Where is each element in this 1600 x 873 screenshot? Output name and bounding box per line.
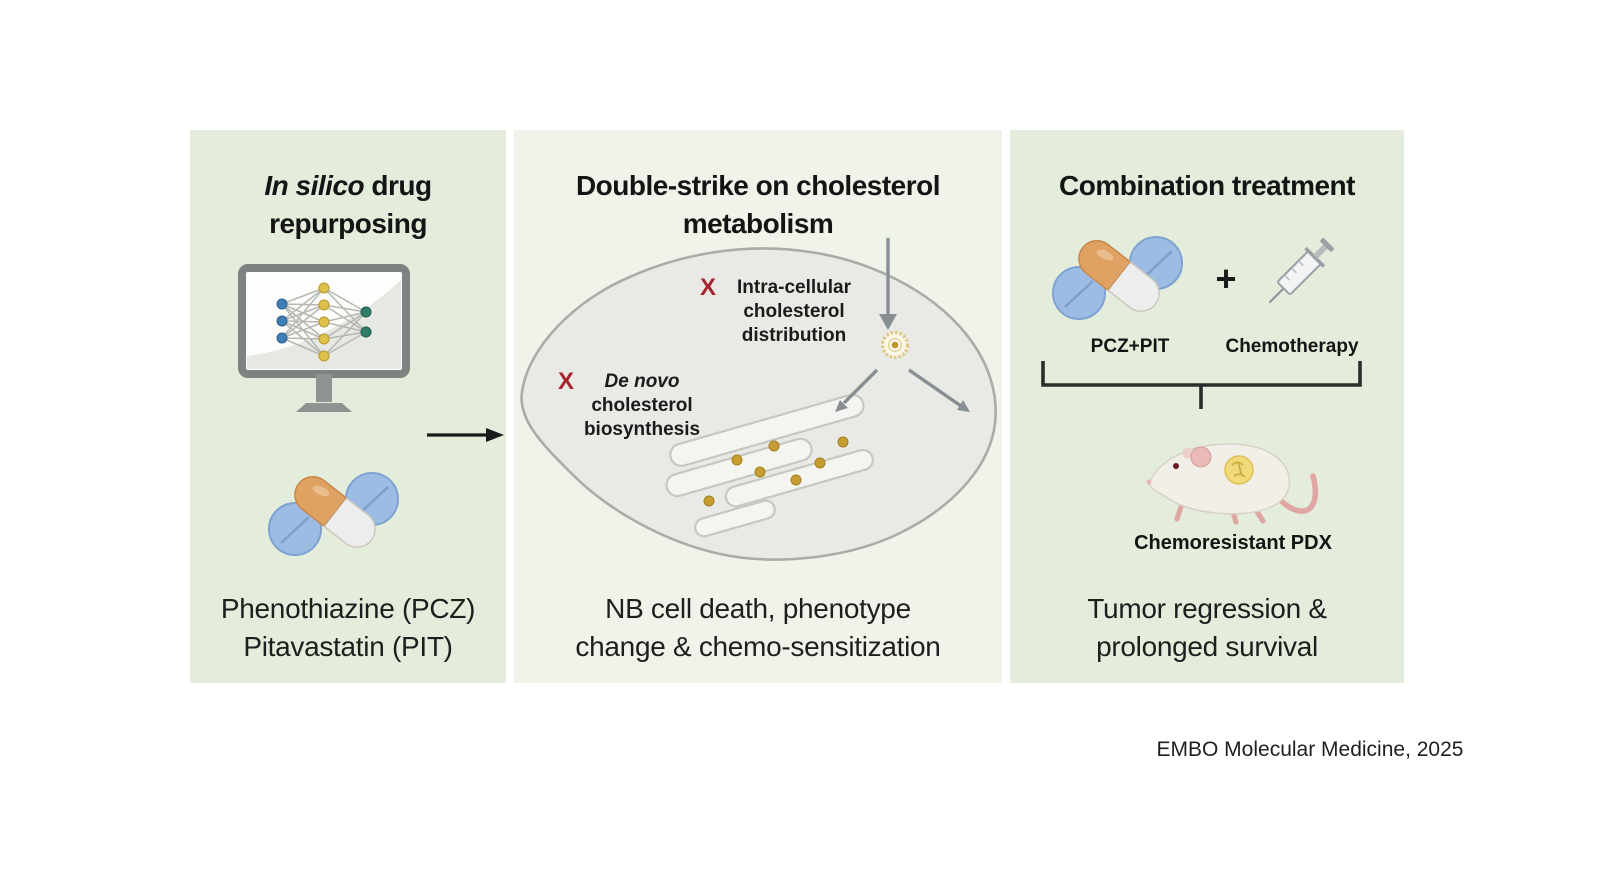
panel1-title: In silico drug repurposing xyxy=(190,167,506,243)
panel2-caption-line1: NB cell death, phenotype xyxy=(605,593,911,624)
right-arrow-icon xyxy=(427,428,504,442)
panel3-caption: Tumor regression & prolonged survival xyxy=(1010,590,1404,666)
network-nodes xyxy=(276,282,372,362)
panel-combination-treatment: Combination treatment + xyxy=(1010,130,1404,683)
cell-membrane xyxy=(520,247,997,561)
panel2-title-line1: Double-strike on cholesterol xyxy=(575,170,941,202)
chemotherapy-label: Chemotherapy xyxy=(1225,336,1359,357)
panel1-caption-line2: Pitavastatin (PIT) xyxy=(243,631,453,662)
mouse-ear xyxy=(1190,446,1212,468)
strike2-line2: cholesterol xyxy=(591,395,693,416)
panel-in-silico-repurposing: In silico drug repurposing xyxy=(190,130,506,683)
mouse-tail xyxy=(1277,473,1319,514)
trafficking-arrows xyxy=(835,238,970,412)
strike1-line3: distribution xyxy=(741,325,847,346)
panel1-title-italic: In silico xyxy=(264,170,365,202)
pcz-pit-pills-icon xyxy=(268,472,399,556)
panel2-title: Double-strike on cholesterol metabolism xyxy=(514,167,1002,243)
red-x-icon: X xyxy=(558,368,575,395)
cholesterol-vesicle-icon xyxy=(880,330,910,360)
panel3-title-line1: Combination treatment xyxy=(1059,170,1355,202)
monitor-neural-network-icon xyxy=(238,264,410,412)
capsule-icon xyxy=(294,476,376,548)
panel1-title-rest: drug xyxy=(364,170,432,202)
network-edges xyxy=(281,287,367,357)
journal-credit: EMBO Molecular Medicine, 2025 xyxy=(1156,738,1464,761)
syringe-icon xyxy=(1268,237,1335,304)
panel3-title: Combination treatment xyxy=(1010,167,1404,205)
pcz-pit-pills-icon xyxy=(1052,236,1183,320)
tablet-icon xyxy=(268,502,322,556)
strike2-line3: biosynthesis xyxy=(583,419,701,440)
strike1-line1: Intra-cellular xyxy=(736,277,852,298)
mouse-body xyxy=(1148,443,1291,515)
panel2-title-line2: metabolism xyxy=(682,208,834,240)
pdx-mouse-icon xyxy=(1146,443,1319,525)
panel1-title-line2: repurposing xyxy=(269,208,427,240)
chemoresistant-pdx-label: Chemoresistant PDX xyxy=(1134,532,1332,554)
strike2-line1: De novo xyxy=(604,371,680,392)
endoplasmic-reticulum-icon xyxy=(665,393,874,538)
tumor-cell-icon xyxy=(520,238,997,561)
combination-bracket-icon xyxy=(1041,361,1362,409)
mouse-nose xyxy=(1146,479,1152,485)
red-x-icon: X xyxy=(700,274,717,301)
strike1-line2: cholesterol xyxy=(743,301,845,322)
mouse-eye xyxy=(1173,463,1179,469)
strike-intracellular-distribution: X Intra-cellular cholesterol distributio… xyxy=(700,276,864,348)
cholesterol-dots xyxy=(703,436,849,507)
panel3-caption-line2: prolonged survival xyxy=(1096,631,1318,662)
panel2-caption-line2: change & chemo-sensitization xyxy=(575,631,941,662)
capsule-icon xyxy=(1078,240,1160,312)
tumor-patch xyxy=(1224,455,1254,485)
plus-icon: + xyxy=(1215,258,1237,299)
panel2-caption: NB cell death, phenotype change & chemo-… xyxy=(514,590,1002,666)
tablet-icon xyxy=(1052,266,1106,320)
panel1-caption-line1: Phenothiazine (PCZ) xyxy=(220,593,476,624)
panel3-caption-line1: Tumor regression & xyxy=(1087,593,1327,624)
panel1-caption: Phenothiazine (PCZ) Pitavastatin (PIT) xyxy=(190,590,506,666)
strike-de-novo-biosynthesis: X De novo cholesterol biosynthesis xyxy=(558,370,702,442)
pcz-pit-label: PCZ+PIT xyxy=(1090,336,1170,357)
panel-cholesterol-double-strike: Double-strike on cholesterol metabolism xyxy=(514,130,1002,683)
